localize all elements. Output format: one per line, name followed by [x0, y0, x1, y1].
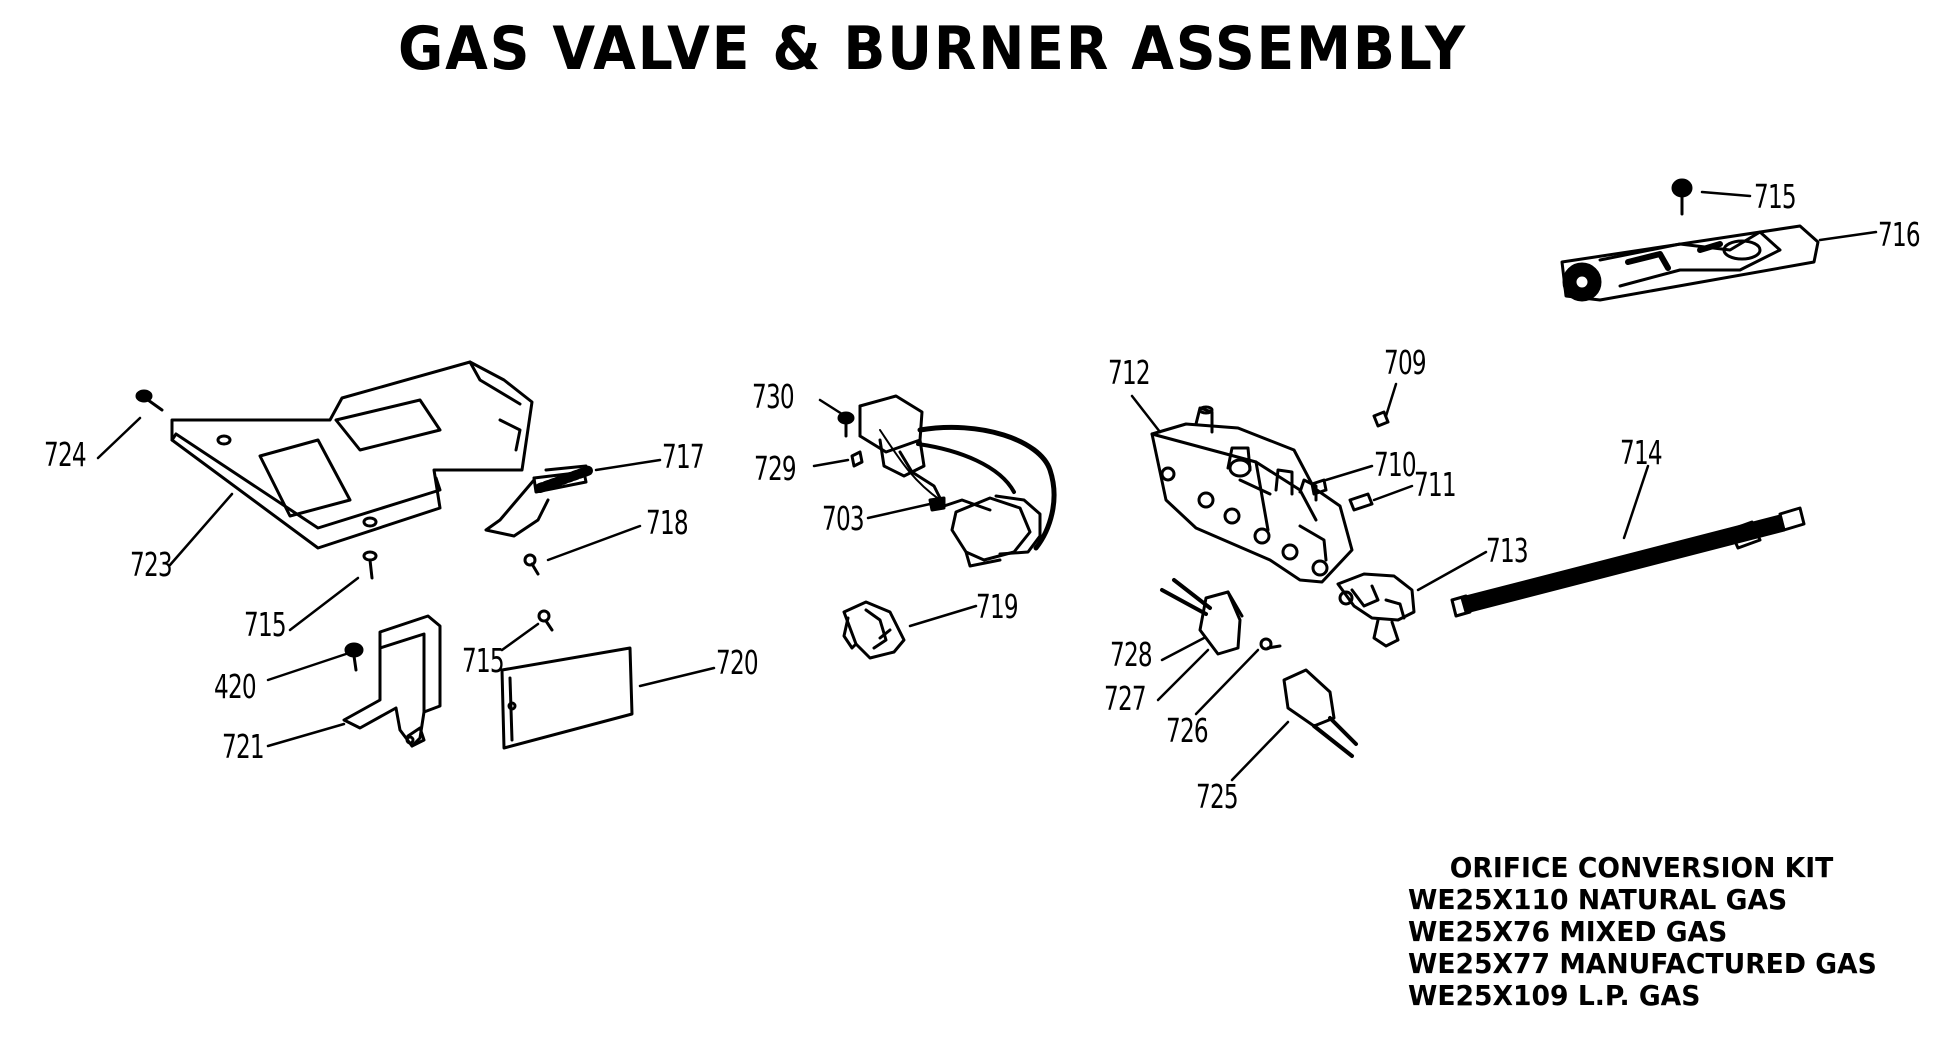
callout-730: 730	[752, 377, 795, 416]
callout-720: 720	[716, 643, 759, 682]
callout-718: 718	[646, 503, 689, 542]
part-720-plate	[502, 648, 632, 748]
part-717-pilot	[486, 466, 590, 536]
callout-719: 719	[976, 587, 1019, 626]
part-729-clip	[852, 452, 862, 466]
part-715-screw-b	[539, 611, 552, 630]
callout-703: 703	[822, 499, 865, 538]
part-420-screw	[346, 644, 362, 670]
part-713-fitting	[1338, 574, 1414, 646]
part-711-orifice	[1350, 494, 1372, 510]
part-723-bracket-plate	[172, 362, 532, 548]
part-724-screw	[137, 391, 162, 410]
part-715-screw-c	[1673, 180, 1691, 214]
callout-711: 711	[1414, 465, 1457, 504]
callout-709: 709	[1384, 343, 1427, 382]
callout-724: 724	[44, 435, 87, 474]
leader-lines	[96, 190, 1878, 782]
callout-715-left: 715	[244, 605, 287, 644]
orifice-kit-item: WE25X76 MIXED GAS	[1408, 915, 1728, 948]
callout-712: 712	[1108, 353, 1151, 392]
orifice-kit-item: WE25X110 NATURAL GAS	[1408, 883, 1788, 916]
orifice-kit-title: ORIFICE CONVERSION KIT	[1449, 851, 1834, 884]
orifice-kit-item: WE25X77 MANUFACTURED GAS	[1408, 947, 1877, 980]
callout-710: 710	[1374, 445, 1417, 484]
part-710-fitting	[1312, 480, 1326, 494]
callout-714: 714	[1620, 433, 1663, 472]
part-712-gas-valve	[1152, 407, 1352, 582]
part-726-screw	[1261, 639, 1280, 649]
part-730-screw	[839, 413, 853, 436]
callout-726: 726	[1166, 711, 1209, 750]
callout-723: 723	[130, 545, 173, 584]
callout-715-burner: 715	[1754, 177, 1797, 216]
callout-721: 721	[222, 727, 265, 766]
diagram-title: GAS VALVE & BURNER ASSEMBLY	[398, 14, 1467, 84]
orifice-kit-item: WE25X109 L.P. GAS	[1408, 979, 1701, 1012]
callout-717: 717	[662, 437, 705, 476]
callout-713: 713	[1486, 531, 1529, 570]
part-715-screw-a	[364, 552, 376, 578]
part-718-screw	[525, 555, 538, 574]
part-725-connector	[1284, 670, 1356, 756]
part-703-solenoid-assembly	[860, 396, 1054, 566]
callout-715-middle: 715	[462, 641, 505, 680]
callout-727: 727	[1104, 679, 1147, 718]
callout-420: 420	[214, 667, 257, 706]
part-716-burner	[1562, 226, 1818, 300]
callout-728: 728	[1110, 635, 1153, 674]
part-721-bracket	[344, 616, 440, 746]
callout-725: 725	[1196, 777, 1239, 816]
callout-716: 716	[1878, 215, 1921, 254]
part-709-fitting	[1374, 412, 1388, 426]
orifice-kit-block: ORIFICE CONVERSION KIT WE25X110 NATURAL …	[1408, 852, 1901, 1012]
part-714-tube	[1452, 508, 1804, 616]
callout-729: 729	[754, 449, 797, 488]
part-728-switch	[1162, 580, 1242, 654]
part-703-screw	[930, 498, 944, 510]
part-719-ignitor	[844, 602, 904, 658]
